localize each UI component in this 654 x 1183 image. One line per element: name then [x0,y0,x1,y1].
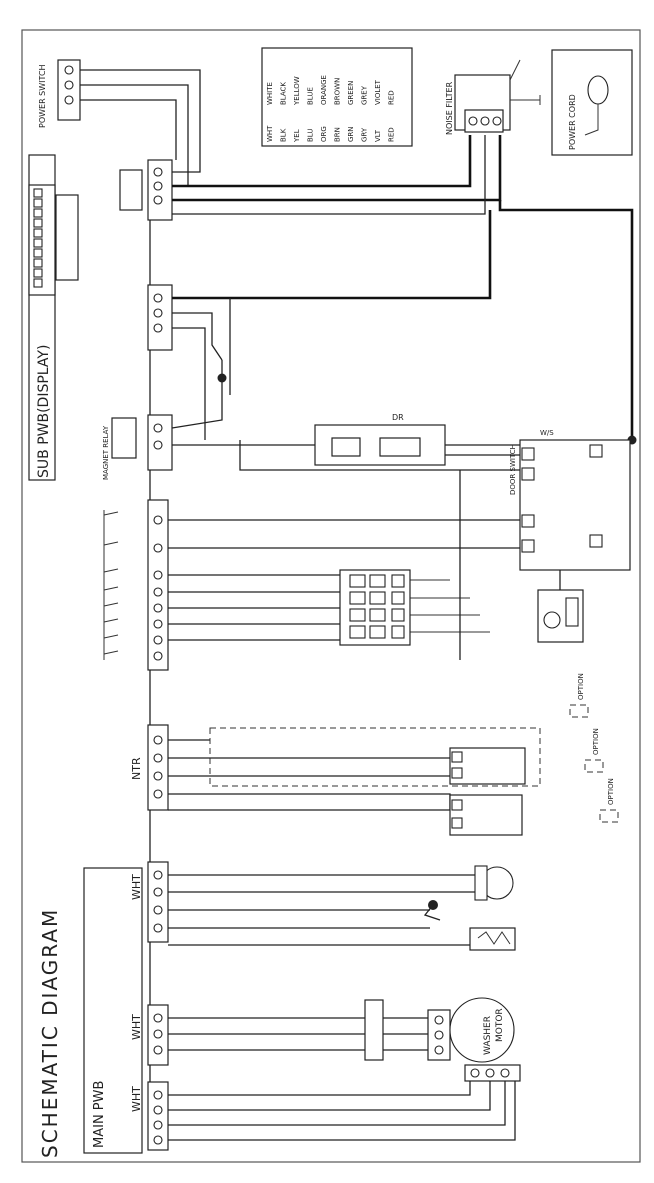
legend-color-name: BROWN [334,78,342,105]
legend-color-name: YELLOW [293,76,301,106]
magnet-relay-box [111,417,137,459]
legend-code: BLU [307,129,315,142]
top-wiring [80,69,634,440]
sensor-icon [543,611,561,629]
svg-text:OPTION: OPTION [577,673,585,700]
main-pwb-box [83,867,143,1154]
door-lock-coil [379,437,421,457]
door-switch-label: DOOR SWITCH [509,444,517,495]
wht-label-1: WHT [130,1086,143,1112]
wht-connector-1 [147,1081,169,1151]
door-lock-ref: DR [392,413,404,422]
legend-color-name: WHITE [266,82,274,105]
option-legend: OPTION OPTION OPTION [569,673,619,823]
legend-code: GRY [361,127,369,142]
legend-code: WHT [266,125,274,142]
sub-pwb-pins [33,188,43,288]
valve-connector [147,499,169,671]
legend-code: YEL [293,129,301,143]
legend-color-name: BLACK [280,82,288,105]
power-switch-box [57,59,81,121]
wht-label-2: WHT [130,1014,143,1040]
motor-label: MOTOR [495,1008,505,1042]
legend-color-name: ORANGE [320,75,328,105]
legend-code: ORG [320,126,328,142]
diagram-title: SCHEMATIC DIAGRAM [38,908,62,1158]
sub-pwb-label: SUB PWB(DISPLAY) [36,345,52,478]
junction-dot-1 [217,373,227,383]
main-pwb-label: MAIN PWB [92,1081,107,1148]
noise-filter-ground [509,59,541,105]
pump-wiring [168,874,475,946]
legend-color-name: VIOLET [374,79,382,105]
door-lock-switch [331,437,361,457]
power-plug-icon [587,75,609,105]
svg-text:OPTION: OPTION [592,728,600,755]
sub-pwb-harness [55,194,79,281]
legend-code: BRN [334,127,342,142]
legend-color-name: BLUE [307,87,315,105]
noise-filter-label: NOISE FILTER [445,81,454,135]
legend-code: BLK [280,128,288,142]
legend-color-name: GREY [361,85,369,105]
wht-label-3: WHT [130,874,143,900]
motor-wiring [168,1017,516,1141]
legend-color-name: GREEN [347,81,355,105]
heater-relay-box [519,439,631,571]
valve-coils [349,574,405,639]
legend-code: RED [388,127,396,142]
door-lock-wiring [172,440,520,471]
magnet-relay-label: MAGNET RELAY [102,425,110,480]
sheet-border [21,29,641,1163]
washer-motor-label: WASHER [483,1016,493,1055]
heater-element-box [469,927,516,951]
legend-color-name: RED [388,90,396,105]
main-relay [119,169,143,211]
color-legend: WHT WHITE BLK BLACK YEL YELLOW BLU BLUE ORG ORANG… [266,75,396,143]
ntr-connector [147,724,169,811]
power-cord-box [551,49,633,156]
legend-code: VLT [374,129,382,142]
valve-connector-pins [153,515,163,661]
svg-text:OPTION: OPTION [607,778,615,805]
wht-connector-3 [147,861,169,943]
ntr-label: NTR [130,757,143,780]
option-dashed-box [209,727,541,787]
color-legend-box [261,47,413,147]
power-switch-label: POWER SWITCH [38,64,47,128]
motor-capacitor [364,999,384,1061]
legend-code: GRN [347,126,355,142]
power-cord-label: POWER CORD [568,94,577,150]
valve-wiring [168,470,520,660]
washer-motor-icon [449,997,515,1063]
relay-switch-symbols [103,510,119,660]
heater-relay-ref: W/S [540,429,554,437]
